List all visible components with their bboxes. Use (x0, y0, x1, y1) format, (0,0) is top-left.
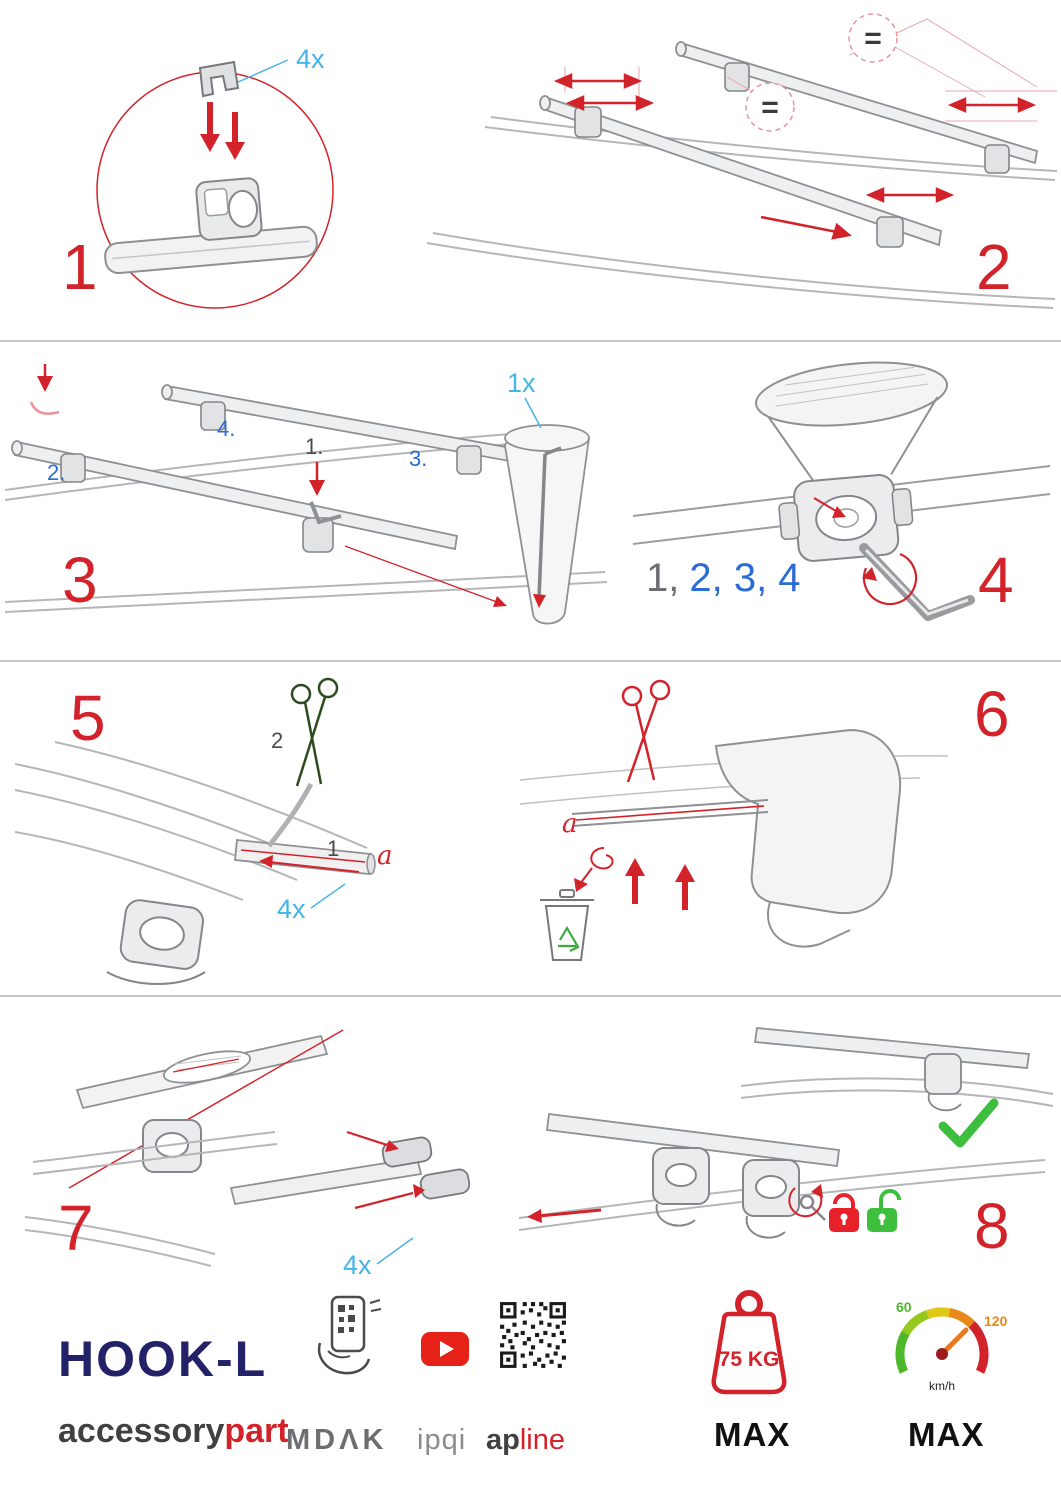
step8-illustration (518, 1027, 1054, 1239)
qr-code (500, 1302, 566, 1368)
recycle-icon (558, 925, 580, 952)
product-name: HOOK-L (58, 1331, 268, 1387)
step2-illustration: = = (426, 13, 1058, 309)
padlock-closed-icon (829, 1193, 859, 1232)
brand-part: part (224, 1412, 289, 1450)
mdak-logo: MDΛK (286, 1424, 388, 1456)
step2-equal-mid: = (761, 91, 779, 124)
weight-value: 75 KG (719, 1348, 780, 1371)
apline-line: line (519, 1424, 565, 1456)
step7-number: 7 (58, 1192, 94, 1264)
step6-marker-a: a (562, 809, 578, 839)
ipqi-logo: ipqi (417, 1424, 467, 1456)
step7-qty-label: 4x (343, 1250, 372, 1280)
allen-key-icon (309, 501, 342, 525)
push-up-arrows (625, 858, 695, 910)
step2-equal-top: = (864, 22, 882, 55)
step3-sub3: 3. (409, 446, 427, 471)
step5-illustration: 2 1 a 4x (15, 677, 393, 985)
insert-arrows (200, 102, 245, 160)
rotate-arrow (862, 552, 918, 606)
rail-end-view (504, 424, 590, 625)
step8-number: 8 (974, 1190, 1010, 1262)
step1-qty-label: 4x (296, 44, 325, 74)
clamp-bracket (714, 728, 902, 948)
brand-accessory: accessory (58, 1412, 225, 1450)
fitting-part (198, 60, 240, 98)
brand-logo: accessorypart (58, 1412, 289, 1451)
step4-illustration (632, 361, 1051, 621)
step5-cut-order-1: 1 (327, 836, 339, 861)
step3-illustration: 1x 4. 1. 3. 2. (5, 364, 608, 625)
step4-number: 4 (978, 544, 1014, 616)
step7-illustration: 4x (25, 1029, 471, 1280)
rotate-arrow (788, 1187, 823, 1218)
speed-min-label: 60 (896, 1299, 912, 1315)
step5-qty-label: 4x (277, 894, 306, 924)
end-caps (381, 1136, 471, 1200)
step4-seq-first: 1, (646, 556, 680, 600)
apline-ap: ap (486, 1424, 520, 1456)
offcut-curl (590, 847, 614, 870)
weight-max-label: MAX (714, 1416, 791, 1453)
step3-sub2: 2. (47, 460, 65, 485)
section-divider-2 (0, 660, 1061, 662)
step3-sub4: 4. (217, 416, 235, 441)
speed-unit: km/h (929, 1379, 955, 1393)
speed-max-value: 120 (984, 1313, 1008, 1329)
scissors-icon (621, 679, 671, 783)
weight-limit-icon: 75 KG (711, 1290, 787, 1395)
step3-sub1: 1. (305, 434, 323, 459)
step5-cut-order-2: 2 (271, 728, 283, 753)
speed-max-label: MAX (908, 1416, 985, 1453)
phone-qr-icon (317, 1295, 382, 1375)
step5-number: 5 (70, 682, 106, 754)
section-divider-1 (0, 340, 1061, 342)
allen-key-in-rail (537, 446, 562, 599)
padlock-open-icon (867, 1189, 901, 1232)
section-divider-3 (0, 995, 1061, 997)
step6-number: 6 (974, 678, 1010, 750)
step5-marker-a: a (377, 841, 393, 871)
spacing-arrows (553, 73, 1037, 240)
step2-number: 2 (976, 231, 1012, 303)
youtube-icon (421, 1332, 469, 1366)
speedometer-icon: 60 120 km/h (895, 1299, 1008, 1393)
step6-illustration: a (520, 679, 949, 961)
apline-logo: apline (486, 1424, 565, 1457)
scissors-icon (290, 677, 339, 787)
step4-seq-rest: 2, 3, 4 (689, 556, 801, 600)
step1-illustration: 4x (96, 44, 334, 309)
trash-bin-icon (540, 889, 594, 961)
step4-sequence: 1,2, 3, 4 (646, 556, 801, 601)
step1-number: 1 (62, 231, 98, 303)
step3-qty-label: 1x (507, 368, 536, 398)
check-icon (938, 1098, 999, 1148)
step3-number: 3 (62, 544, 98, 616)
